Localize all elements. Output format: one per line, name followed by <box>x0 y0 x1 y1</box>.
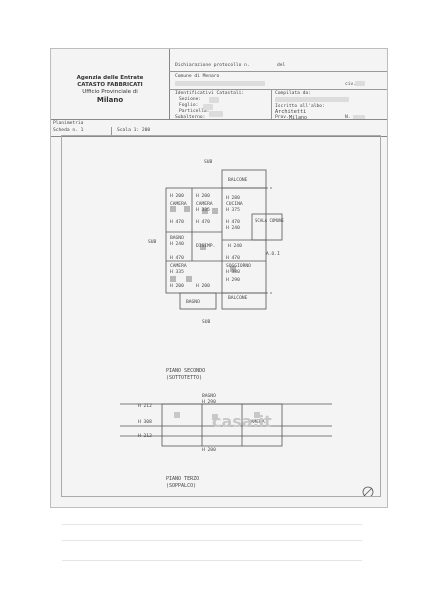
redacted-n <box>353 115 365 120</box>
planimetria-label: Planimetria <box>53 121 84 126</box>
room-label: CUCINA <box>226 202 243 207</box>
redacted-foglio <box>203 104 213 110</box>
divider <box>111 127 112 135</box>
del-label: del <box>277 63 286 68</box>
section-label: H 200 <box>202 448 216 453</box>
footer-rule <box>62 524 362 525</box>
floor-3-title: PIANO TERZO <box>166 476 200 482</box>
n-label: N. <box>345 115 351 120</box>
room-label: CAMERA <box>170 202 187 207</box>
scala-label: Scala 1: 200 <box>117 128 151 133</box>
comune-label: Comune di Menaro <box>175 74 220 79</box>
room-label: A.O.I <box>266 252 280 257</box>
height-label: H 240 <box>226 226 240 231</box>
section-label: H 290 <box>202 400 216 405</box>
room-label: SCALA COMUNE <box>255 218 284 223</box>
foglio-label: Foglio: <box>179 103 199 108</box>
identificativi-label: Identificativi Catastali: <box>175 91 245 96</box>
redacted-particella <box>209 111 223 117</box>
height-label: H 200 <box>196 194 210 199</box>
balcone-bottom-outline <box>221 292 267 310</box>
height-label: H 240 <box>228 244 242 249</box>
albo-value: Architetti <box>275 109 307 115</box>
room-label: SUB <box>202 320 211 325</box>
room-label: SUB <box>148 240 157 245</box>
subalterno-label: Subalterno: <box>175 115 206 120</box>
agency-line-1: Agenzia delle Entrate <box>76 75 144 81</box>
floor-3-subtitle: (SOPPALCO) <box>166 483 197 489</box>
height-label: H 470 <box>226 220 240 225</box>
prov-value: Milano <box>289 115 308 121</box>
agency-city: Milano <box>96 96 124 104</box>
height-label: H 335 <box>196 208 210 213</box>
redacted-address <box>175 81 265 86</box>
redacted-compiler <box>275 97 349 102</box>
height-label: H 280 <box>226 196 240 201</box>
height-label: H 470 <box>226 256 240 261</box>
north-arrow-icon <box>362 486 374 496</box>
section-label: BAGNO <box>202 394 216 399</box>
height-label: H 240 <box>170 242 184 247</box>
prov-label: Prov. <box>275 115 289 120</box>
height-label: H 200 <box>170 194 184 199</box>
floor-plan-drawing <box>120 169 374 496</box>
room-label: BAGNO <box>170 236 184 241</box>
room-label: CAMERA <box>170 264 187 269</box>
height-label: H 470 <box>170 220 184 225</box>
footer-rule <box>62 540 362 541</box>
balcone-top-outline <box>221 169 267 189</box>
section-outline <box>161 403 283 447</box>
particella-label: Particella: <box>179 109 210 114</box>
footer-rule <box>62 560 362 561</box>
floor-2-subtitle: (SOTTOTETTO) <box>166 375 203 381</box>
redacted-sezione <box>209 97 219 103</box>
room-label: BALCONE <box>228 178 248 183</box>
agency-header: Agenzia delle Entrate CATASTO FABBRICATI… <box>51 49 170 119</box>
room-label: SUB <box>204 160 213 165</box>
civ-label: civ. <box>345 82 357 87</box>
watermark-casa-it: casa.it <box>212 412 272 431</box>
height-label: H 200 <box>170 284 184 289</box>
scheda-label: Scheda n. 1 <box>53 128 84 133</box>
section-label: CAMERA <box>248 420 265 425</box>
height-label: H 470 <box>170 256 184 261</box>
sezione-label: Sezione: <box>179 97 202 102</box>
redacted-civ <box>355 81 365 86</box>
declaration-header: Dichiarazione protocollo n. del Comune d… <box>169 49 387 121</box>
room-label: SOGGIORNO <box>226 264 251 269</box>
scheda-row: Planimetria Scheda n. 1 Scala 1: 200 <box>51 119 387 137</box>
section-label: H 212 <box>138 434 152 439</box>
room-label: BAGNO <box>186 300 200 305</box>
agency-line-2: CATASTO FABBRICATI <box>77 82 143 88</box>
agency-line-3: Ufficio Provinciale di <box>82 89 138 95</box>
height-label: H 375 <box>226 208 240 213</box>
room-label: DISIMP. <box>196 244 216 249</box>
protocol-label: Dichiarazione protocollo n. <box>175 63 250 68</box>
height-label: H 290 <box>226 278 240 283</box>
scala-outline <box>251 213 283 241</box>
room-label: CAMERA <box>196 202 213 207</box>
section-label: H 308 <box>138 420 152 425</box>
divider <box>169 89 387 90</box>
height-label: H 380 <box>226 270 240 275</box>
height-label: H 200 <box>196 284 210 289</box>
iscritto-label: Iscritto all'albo: <box>275 104 325 109</box>
height-label: H 335 <box>170 270 184 275</box>
compilata-label: Compilata da: <box>275 91 311 96</box>
divider <box>169 71 387 72</box>
cadastral-sheet: Agenzia delle Entrate CATASTO FABBRICATI… <box>50 48 388 508</box>
floor-2-title: PIANO SECONDO <box>166 368 206 374</box>
room-label: BALCONE <box>228 296 248 301</box>
floor-plan-area: SUB BALCONE CAMERA CAMERA CUCINA SCALA C… <box>61 135 381 497</box>
section-label: H 212 <box>138 404 152 409</box>
divider <box>271 89 272 119</box>
height-label: H 470 <box>196 220 210 225</box>
